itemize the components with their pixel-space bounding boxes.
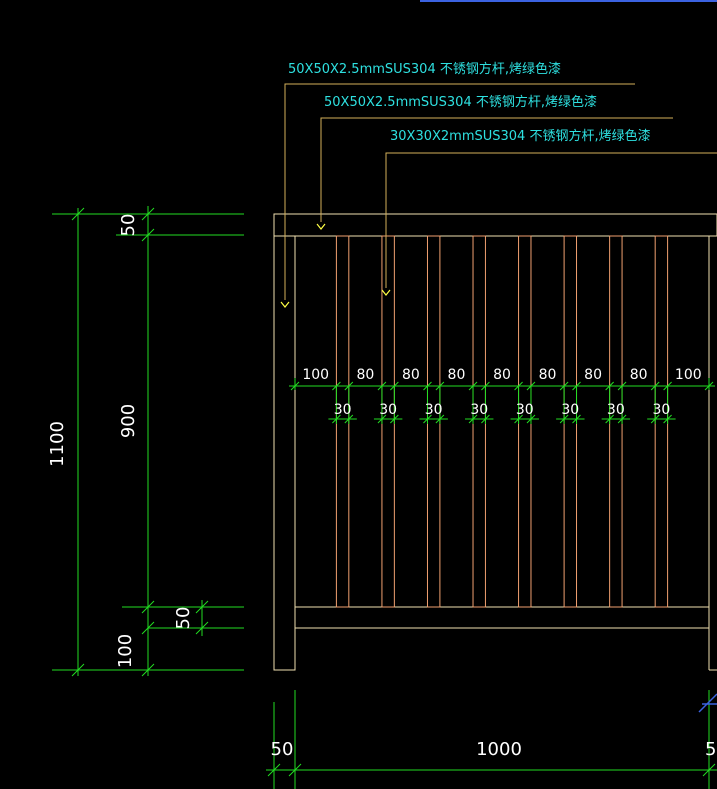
dim-gap-4: 80 (448, 367, 466, 383)
top-rail (273, 213, 717, 237)
dim-bottom-rail-height: 50 (173, 607, 194, 630)
picket-tick-7-2 (617, 414, 627, 424)
dim-picket-5: 30 (516, 402, 534, 418)
dim-picket-2: 30 (379, 402, 397, 418)
dim-picket-3: 30 (425, 402, 443, 418)
picket-tick-4-2 (481, 414, 490, 424)
horizontal-dimensions: 100 30 80 30 80 30 80 30 80 30 80 30 80 30 80 30 100 (289, 367, 715, 424)
dim-left-post-width: 50 (271, 739, 294, 760)
top-rail-spec-label: 50X50X2.5mmSUS304 不锈钢方杆,烤绿色漆 (324, 94, 597, 110)
dim-gap-8: 80 (630, 367, 648, 383)
picket-tick-8-1 (650, 414, 660, 424)
dim-gap-2: 80 (356, 367, 374, 383)
tick-left-outer (267, 763, 281, 777)
gap-tick-8 (468, 381, 478, 391)
gap-tick-16 (650, 381, 660, 391)
gap-tick-7 (435, 381, 445, 391)
dim-picket-6: 30 (561, 402, 579, 418)
picket-tick-3-1 (423, 414, 432, 424)
tick-left-inner (288, 763, 302, 777)
leader-post (284, 83, 635, 300)
gap-tick-4 (377, 381, 387, 391)
picket-tick-6-2 (572, 414, 581, 424)
vertical-dimension-lines (52, 206, 244, 677)
dim-picket-span-height: 900 (118, 404, 139, 438)
dim-top-rail-height: 50 (118, 214, 139, 237)
picket-tick-5-1 (514, 414, 523, 424)
annotation-leaders (284, 83, 717, 300)
picket-tick-8-2 (663, 414, 672, 424)
picket-marker-arrow (381, 289, 391, 296)
gap-tick-17 (663, 381, 672, 391)
picket-spec-label: 30X30X2mmSUS304 不锈钢方杆,烤绿色漆 (390, 128, 651, 144)
leader-picket (385, 152, 717, 288)
dim-gap-3: 80 (402, 367, 420, 383)
dim-ground-gap: 100 (115, 634, 136, 668)
picket-tick-7-1 (605, 414, 614, 424)
picket-tick-2-1 (377, 414, 387, 424)
gap-tick-11 (526, 381, 536, 391)
top-rail-marker-arrow (316, 223, 326, 230)
leader-top-rail (320, 117, 673, 222)
dim-span-width: 1000 (476, 739, 522, 760)
dim-gap-7: 80 (584, 367, 602, 383)
picket-tick-3-2 (435, 414, 445, 424)
dim-picket-7: 30 (607, 402, 625, 418)
gap-tick-14 (605, 381, 614, 391)
bottom-dimension-lines (266, 690, 717, 789)
gap-tick-10 (514, 381, 523, 391)
dim-picket-4: 30 (470, 402, 488, 418)
bottom-rail (294, 606, 710, 629)
gap-tick-15 (617, 381, 627, 391)
picket-tick-5-2 (526, 414, 536, 424)
dim-gap-9: 100 (675, 367, 702, 383)
gap-tick-2 (332, 381, 341, 391)
dim-gap-1: 100 (302, 367, 329, 383)
picket-tick-1-2 (344, 414, 354, 424)
picket-tick-4-1 (468, 414, 478, 424)
dim-total-height: 1100 (47, 421, 68, 467)
gap-tick-12 (559, 381, 569, 391)
gap-tick-13 (572, 381, 581, 391)
dim-gap-5: 80 (493, 367, 511, 383)
gap-tick-9 (481, 381, 490, 391)
dim-picket-8: 30 (652, 402, 670, 418)
railing-frame (273, 213, 717, 671)
dim-ticks (71, 207, 209, 677)
post-spec-label: 50X50X2.5mmSUS304 不锈钢方杆,烤绿色漆 (288, 61, 561, 77)
leader-markers (280, 223, 391, 308)
gap-tick-5 (390, 381, 399, 391)
picket-tick-6-1 (559, 414, 569, 424)
gap-tick-6 (423, 381, 432, 391)
dim-right-post-width: 5 (705, 739, 716, 760)
picket-tick-1-1 (332, 414, 341, 424)
tick-right-inner (702, 763, 716, 777)
gap-tick-3 (344, 381, 354, 391)
dim-gap-6: 80 (539, 367, 557, 383)
picket-tick-2-2 (390, 414, 399, 424)
post-marker-arrow (280, 301, 290, 308)
dim-picket-1: 30 (334, 402, 352, 418)
corner-cross-icon (698, 693, 717, 713)
